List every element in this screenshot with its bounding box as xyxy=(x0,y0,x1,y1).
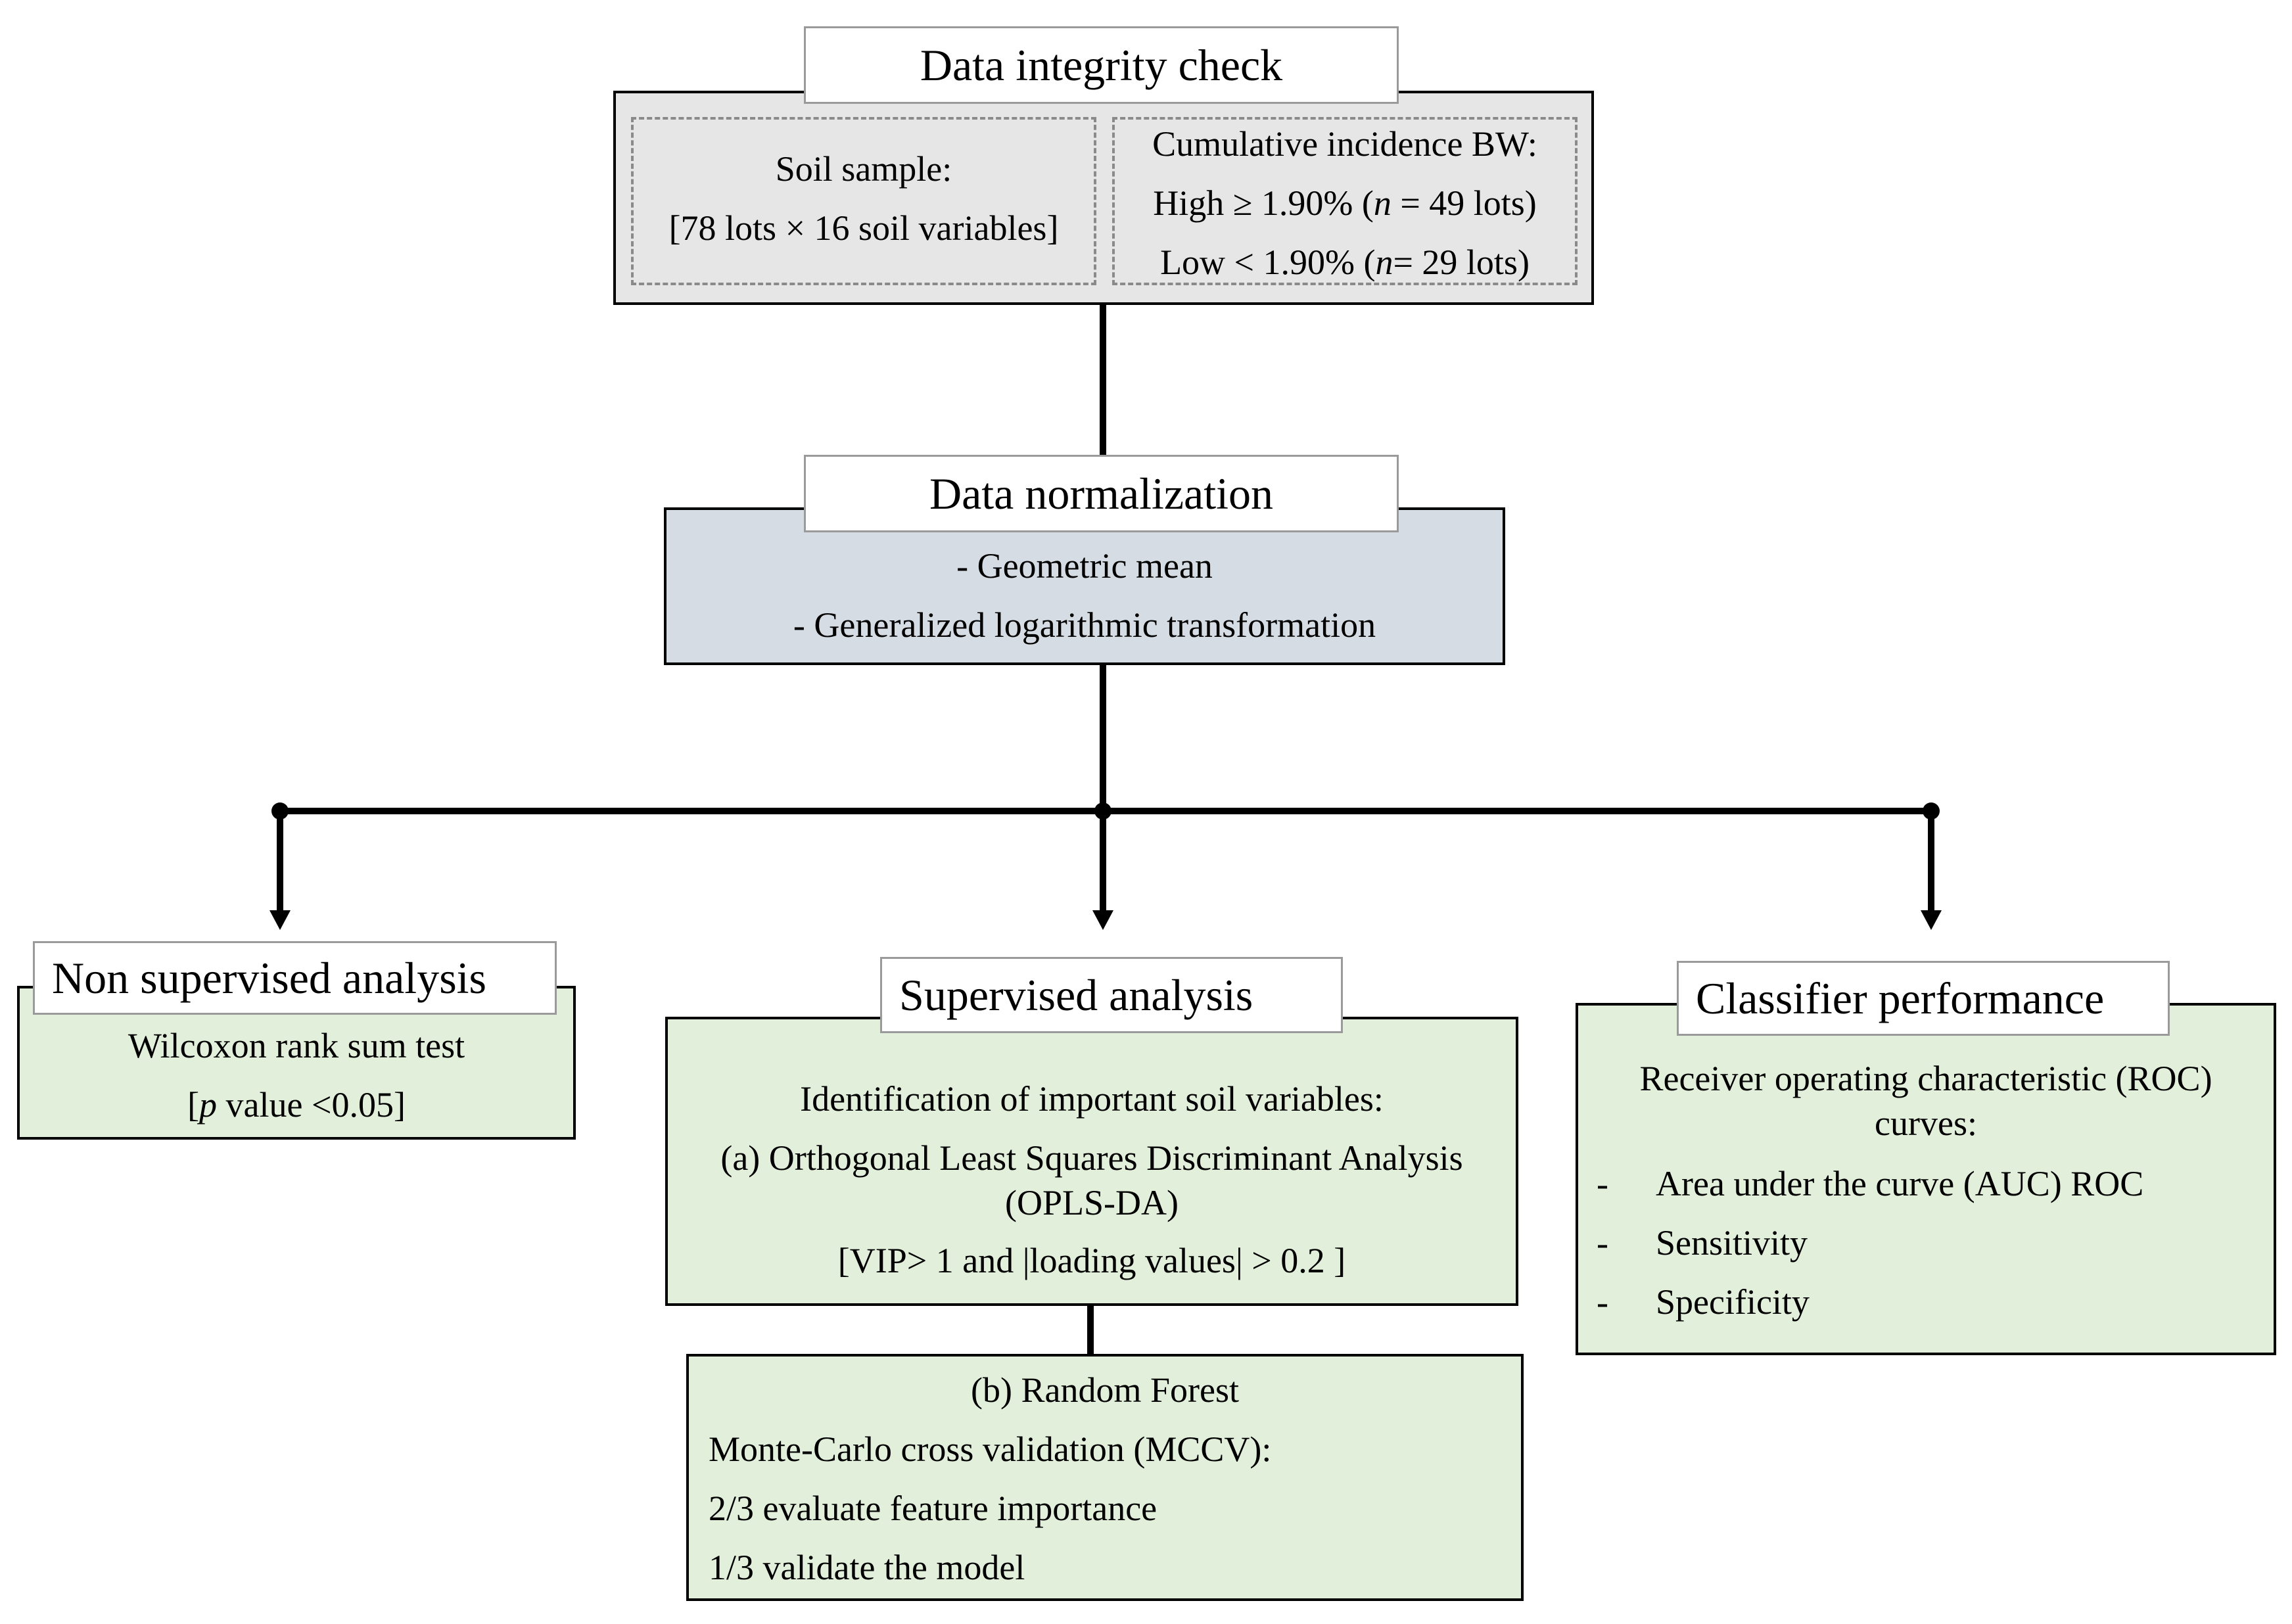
bullet-dash: - xyxy=(1597,1223,1608,1263)
soil-sample-dimensions: [78 lots × 16 soil variables] xyxy=(668,208,1059,248)
classifier-intro: curves: xyxy=(1875,1103,1977,1143)
incidence-high: High ≥ 1.90% (n = 49 lots) xyxy=(1153,183,1537,223)
rf-line: 1/3 validate the model xyxy=(709,1548,1025,1587)
wilcoxon-test: Wilcoxon rank sum test xyxy=(128,1026,465,1065)
arrow-center-head xyxy=(1092,910,1113,930)
normalization-item: - Geometric mean xyxy=(956,546,1213,586)
arrow-right-head xyxy=(1921,910,1942,930)
classifier-title: Classifier performance xyxy=(1677,961,2170,1036)
incidence-title: Cumulative incidence BW: xyxy=(1152,124,1537,164)
rf-title: (b) Random Forest xyxy=(971,1370,1239,1410)
normalization-title: Data normalization xyxy=(804,455,1399,532)
unsupervised-title: Non supervised analysis xyxy=(33,941,557,1015)
integrity-title: Data integrity check xyxy=(804,26,1399,104)
connector-supervised-rf xyxy=(1087,1306,1094,1356)
supervised-line: Identification of important soil variabl… xyxy=(800,1079,1384,1119)
classifier-panel: Receiver operating characteristic (ROC) … xyxy=(1576,1003,2276,1355)
supervised-line: [VIP> 1 and |loading values| > 0.2 ] xyxy=(837,1241,1346,1280)
rf-line: Monte-Carlo cross validation (MCCV): xyxy=(709,1429,1272,1469)
incidence-low: Low < 1.90% (n= 29 lots) xyxy=(1160,243,1530,282)
supervised-title: Supervised analysis xyxy=(880,957,1343,1033)
connector-normalization-branch xyxy=(1100,665,1106,810)
classifier-bullet: - Sensitivity xyxy=(1597,1213,1808,1272)
bullet-dash: - xyxy=(1597,1164,1608,1203)
normalization-panel: - Geometric mean - Generalized logarithm… xyxy=(664,507,1505,665)
classifier-bullet: - Area under the curve (AUC) ROC xyxy=(1597,1154,2143,1213)
classifier-intro: Receiver operating characteristic (ROC) xyxy=(1639,1059,2212,1098)
supervised-line: (a) Orthogonal Least Squares Discriminan… xyxy=(720,1138,1463,1178)
arrow-left-head xyxy=(269,910,291,930)
arrow-right-shaft xyxy=(1928,811,1934,911)
incidence-box: Cumulative incidence BW: High ≥ 1.90% (n… xyxy=(1112,117,1578,285)
connector-integrity-normalization xyxy=(1100,305,1106,463)
random-forest-panel: (b) Random Forest Monte-Carlo cross vali… xyxy=(686,1354,1524,1601)
supervised-line: (OPLS-DA) xyxy=(1005,1183,1179,1222)
supervised-panel: Identification of important soil variabl… xyxy=(665,1017,1518,1306)
arrow-left-shaft xyxy=(277,811,283,911)
wilcoxon-threshold: [p value <0.05] xyxy=(187,1085,406,1125)
soil-sample-box: Soil sample: [78 lots × 16 soil variable… xyxy=(631,117,1096,285)
soil-sample-label: Soil sample: xyxy=(775,149,952,189)
classifier-bullet: - Specificity xyxy=(1597,1272,1810,1332)
rf-line: 2/3 evaluate feature importance xyxy=(709,1489,1158,1528)
bullet-dash: - xyxy=(1597,1282,1608,1322)
normalization-item: - Generalized logarithmic transformation xyxy=(793,605,1376,645)
arrow-center-shaft xyxy=(1100,811,1106,911)
